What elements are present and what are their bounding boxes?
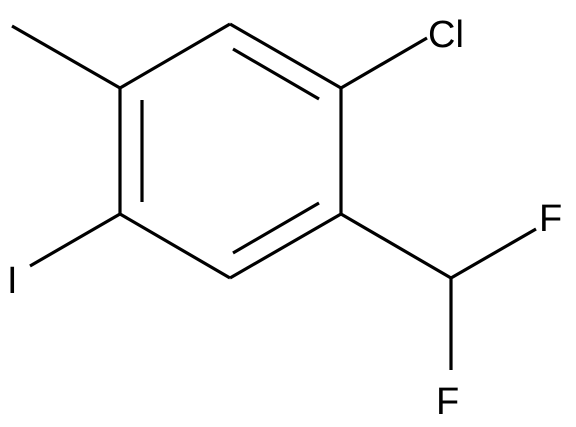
ring-bond-top-right: [229, 22, 342, 90]
ring-double-bond-inner-top: [232, 47, 320, 101]
fluorine-bottom-atom-label: F: [436, 381, 459, 423]
iodine-atom-label: I: [7, 260, 18, 302]
methyl-bond: [11, 24, 121, 90]
ring-bond-top-left: [119, 22, 231, 90]
chlorine-bond: [340, 36, 428, 90]
ring-bond-bottom-right: [229, 212, 342, 280]
ring-bond-bottom-left: [119, 212, 231, 280]
fluorine-top-atom-label: F: [539, 198, 562, 240]
difluoromethyl-bond: [340, 212, 452, 280]
chlorine-atom-label: Cl: [428, 14, 464, 56]
ring-double-bond-inner-bottom: [232, 201, 320, 255]
fluorine-top-bond: [450, 227, 537, 280]
iodine-bond: [29, 212, 121, 268]
